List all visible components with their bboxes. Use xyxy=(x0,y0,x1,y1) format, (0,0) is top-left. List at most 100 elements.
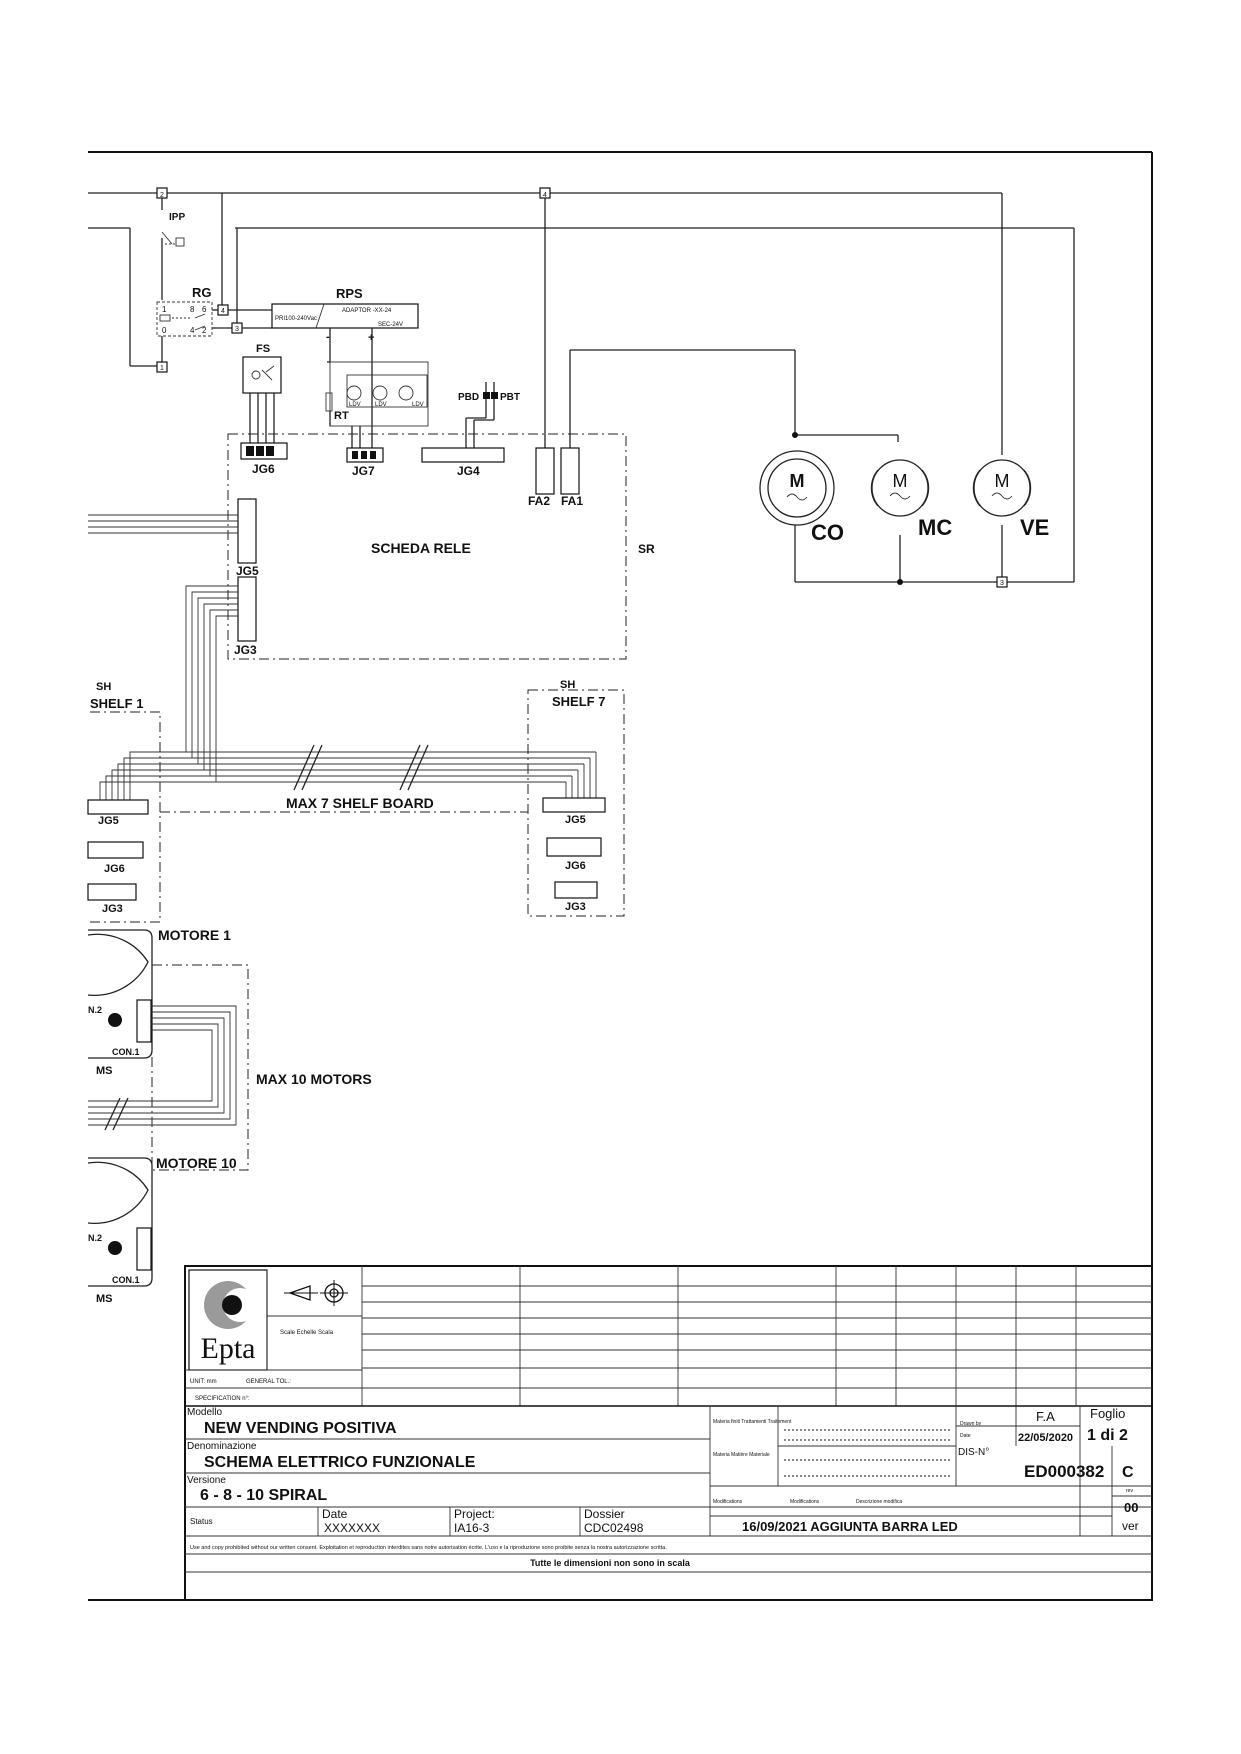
svg-text:FS: FS xyxy=(256,343,270,355)
svg-text:ED000382: ED000382 xyxy=(1024,1462,1104,1481)
svg-text:Use and copy prohibited withou: Use and copy prohibited without our writ… xyxy=(190,1545,667,1551)
svg-text:CO: CO xyxy=(811,520,844,545)
svg-text:1: 1 xyxy=(162,305,167,314)
svg-text:ver: ver xyxy=(1122,1519,1139,1533)
jg3-bus xyxy=(99,585,597,812)
svg-text:F.A: F.A xyxy=(1036,1409,1055,1424)
svg-text:Date: Date xyxy=(322,1507,348,1521)
svg-text:CON.1: CON.1 xyxy=(112,1275,140,1285)
svg-text:SH: SH xyxy=(560,679,575,691)
svg-text:GENERAL TOL.:: GENERAL TOL.: xyxy=(246,1379,291,1385)
svg-text:JG3: JG3 xyxy=(102,903,123,915)
svg-text:JG5: JG5 xyxy=(98,815,119,827)
terminal-3-motors xyxy=(996,576,1008,588)
svg-text:SCHEMA ELETTRICO FUNZIONALE: SCHEMA ELETTRICO FUNZIONALE xyxy=(204,1454,476,1471)
svg-text:JG6: JG6 xyxy=(252,462,275,476)
svg-text:16/09/2021 AGGIUNTA BARRA LED: 16/09/2021 AGGIUNTA BARRA LED xyxy=(742,1519,958,1534)
motore-10: N.2 CON.1 MOTORE 10 MS xyxy=(87,1155,237,1305)
svg-text:22/05/2020: 22/05/2020 xyxy=(1018,1432,1073,1444)
svg-text:Materia finiti Trattamenti Tra: Materia finiti Trattamenti Traitement xyxy=(713,1419,792,1425)
svg-text:3: 3 xyxy=(1000,580,1004,587)
motore-1: N.2 CON.1 MOTORE 1 MS xyxy=(87,927,231,1077)
motor-mc: M MC xyxy=(870,459,952,540)
svg-text:MOTORE 10: MOTORE 10 xyxy=(156,1155,237,1171)
svg-text:2: 2 xyxy=(202,326,207,335)
svg-text:Denominazione: Denominazione xyxy=(187,1441,257,1452)
svg-text:Drawn by: Drawn by xyxy=(960,1421,982,1427)
svg-text:SPECIFICATION n°:: SPECIFICATION n°: xyxy=(195,1396,250,1402)
svg-text:CDC02498: CDC02498 xyxy=(584,1521,644,1535)
svg-text:RG: RG xyxy=(192,285,212,300)
svg-text:M: M xyxy=(995,471,1010,491)
ipp-label: IPP xyxy=(169,212,185,223)
svg-text:JG6: JG6 xyxy=(565,860,586,872)
svg-text:FA1: FA1 xyxy=(561,494,583,508)
terminal-2 xyxy=(156,187,168,199)
svg-text:Descrizione modifica: Descrizione modifica xyxy=(856,1499,902,1505)
connector-jg4 xyxy=(421,447,505,463)
svg-text:JG6: JG6 xyxy=(104,863,125,875)
svg-text:Modifications: Modifications xyxy=(790,1499,820,1505)
svg-text:Modello: Modello xyxy=(187,1407,222,1418)
svg-text:rev: rev xyxy=(1126,1488,1133,1494)
svg-text:Dossier: Dossier xyxy=(584,1507,625,1521)
svg-text:6 - 8 - 10 SPIRAL: 6 - 8 - 10 SPIRAL xyxy=(200,1487,327,1504)
fs-sensor: FS xyxy=(242,343,282,448)
pbd-pbt: PBD PBT xyxy=(458,382,520,448)
jg5-wires xyxy=(88,514,238,534)
svg-text:4: 4 xyxy=(190,326,195,335)
svg-text:IA16-3: IA16-3 xyxy=(454,1521,490,1535)
svg-text:2: 2 xyxy=(160,192,164,199)
svg-text:JG4: JG4 xyxy=(457,464,480,478)
rg-relay: RG 1 8 6 0 4 2 xyxy=(156,285,213,337)
rps-power-supply: RPS ADAPTOR -XX-24 PRI100-240Vac SEC-24V… xyxy=(271,286,419,344)
svg-text:UNIT: mm: UNIT: mm xyxy=(190,1379,217,1385)
epta-logo-icon xyxy=(204,1281,257,1329)
svg-text:FA2: FA2 xyxy=(528,494,550,508)
svg-text:MC: MC xyxy=(918,515,952,540)
svg-text:4: 4 xyxy=(543,192,547,199)
svg-text:PBT: PBT xyxy=(500,392,520,403)
svg-text:ADAPTOR -XX-24: ADAPTOR -XX-24 xyxy=(342,308,392,314)
svg-text:8: 8 xyxy=(190,305,195,314)
svg-text:Status: Status xyxy=(190,1517,213,1526)
svg-text:JG7: JG7 xyxy=(352,464,375,478)
svg-text:Tutte le dimensioni non sono i: Tutte le dimensioni non sono in scala xyxy=(530,1558,691,1568)
connector-fa1 xyxy=(560,447,580,495)
motor-ve: M VE xyxy=(972,459,1049,540)
scheda-rele-board: SCHEDA RELE SR JG6 JG7 JG4 FA2 FA1 JG5 J… xyxy=(227,433,655,660)
svg-text:N.2: N.2 xyxy=(88,1005,102,1015)
svg-text:SHELF 1: SHELF 1 xyxy=(90,696,143,711)
svg-text:DIS-N°: DIS-N° xyxy=(958,1447,989,1458)
epta-logo-text: Epta xyxy=(201,1332,256,1365)
svg-text:Modifications: Modifications xyxy=(713,1499,743,1505)
title-block: Epta Scale Echelle Scala UNIT: mm GENERA… xyxy=(184,1265,1153,1601)
connector-fa2 xyxy=(535,447,555,495)
terminal-4-top xyxy=(539,187,551,199)
motor-bus: MAX 10 MOTORS xyxy=(88,964,372,1171)
svg-text:RT: RT xyxy=(334,410,349,422)
svg-text:SH: SH xyxy=(96,681,111,693)
svg-text:1: 1 xyxy=(160,365,164,372)
terminal-1 xyxy=(156,361,168,373)
svg-text:LDV: LDV xyxy=(412,402,424,408)
svg-text:4: 4 xyxy=(221,308,225,315)
shelf-7: SH SHELF 7 JG5 JG6 JG3 xyxy=(527,679,625,917)
projection-symbol-icon xyxy=(284,1280,348,1306)
svg-text:LDV: LDV xyxy=(375,402,387,408)
svg-text:Date: Date xyxy=(960,1433,971,1439)
motor-co: M CO xyxy=(759,450,844,545)
svg-text:Scale Echelle Scala: Scale Echelle Scala xyxy=(280,1330,334,1336)
svg-text:+: + xyxy=(368,332,374,344)
top-wiring: 2 IPP RG 1 8 6 0 4 2 1 4 xyxy=(88,187,1075,585)
svg-text:MS: MS xyxy=(96,1293,113,1305)
max10-label: MAX 10 MOTORS xyxy=(256,1071,372,1087)
svg-text:SCHEDA RELE: SCHEDA RELE xyxy=(371,540,471,556)
svg-text:SEC-24V: SEC-24V xyxy=(378,322,403,328)
svg-text:-: - xyxy=(326,331,330,343)
svg-text:3: 3 xyxy=(235,326,239,333)
svg-text:NEW VENDING POSITIVA: NEW VENDING POSITIVA xyxy=(204,1420,397,1437)
connector-jg5 xyxy=(237,498,257,564)
svg-text:JG5: JG5 xyxy=(236,564,259,578)
ipp-switch xyxy=(161,231,185,247)
